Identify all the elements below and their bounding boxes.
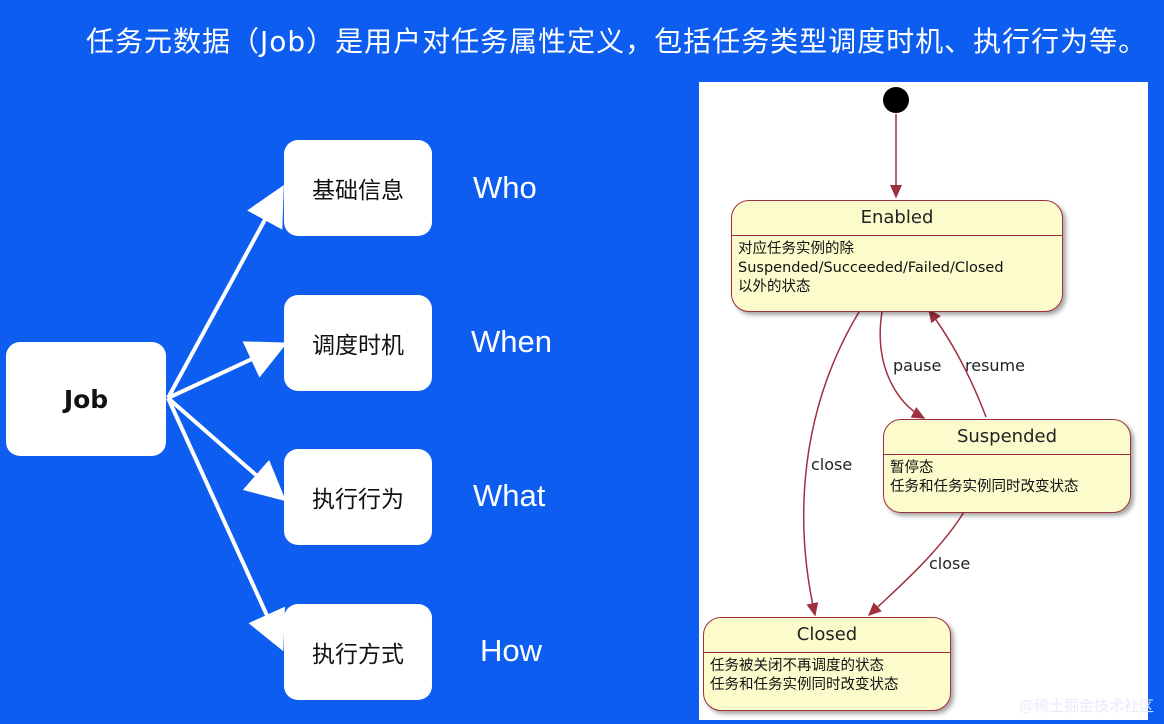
- arrow-pause: [879, 311, 926, 419]
- arrow-close-from-enabled: [802, 311, 860, 617]
- arrow-close-from-suspended: [867, 511, 965, 617]
- arrow-to-basic-info: [166, 184, 284, 399]
- node-execution-behavior: 执行行为: [284, 449, 432, 545]
- state-closed-desc-line: 任务被关闭不再调度的状态: [710, 658, 884, 674]
- state-closed-desc: 任务被关闭不再调度的状态 任务和任务实例同时改变状态: [704, 653, 950, 699]
- arrow-to-schedule: [167, 341, 288, 400]
- state-suspended: Suspended 暂停态 任务和任务实例同时改变状态: [883, 419, 1131, 513]
- watermark: @稀土掘金技术社区: [1018, 697, 1154, 715]
- question-when: When: [471, 324, 552, 359]
- state-closed-name: Closed: [704, 618, 950, 653]
- state-enabled: Enabled 对应任务实例的除 Suspended/Succeeded/Fai…: [731, 200, 1063, 312]
- transition-label-close-suspended: close: [929, 554, 971, 573]
- transition-label-close-enabled: close: [811, 455, 853, 474]
- page-title: 任务元数据（Job）是用户对任务属性定义，包括任务类型调度时机、执行行为等。: [86, 25, 1148, 58]
- arrow-to-method: [166, 397, 285, 652]
- initial-state-dot: [883, 87, 909, 113]
- question-who: Who: [473, 170, 537, 205]
- state-suspended-desc-line: 任务和任务实例同时改变状态: [890, 479, 1079, 495]
- state-suspended-desc: 暂停态 任务和任务实例同时改变状态: [884, 455, 1130, 501]
- state-suspended-name: Suspended: [884, 420, 1130, 455]
- state-enabled-name: Enabled: [732, 201, 1062, 236]
- transition-label-pause: pause: [893, 356, 942, 375]
- state-enabled-desc-line: Suspended/Succeeded/Failed/Closed: [738, 260, 1004, 276]
- state-closed: Closed 任务被关闭不再调度的状态 任务和任务实例同时改变状态: [703, 617, 951, 711]
- state-enabled-desc: 对应任务实例的除 Suspended/Succeeded/Failed/Clos…: [732, 236, 1062, 301]
- job-node: Job: [6, 342, 166, 456]
- node-schedule-timing: 调度时机: [284, 295, 432, 391]
- arrow-resume: [928, 308, 987, 418]
- state-enabled-desc-line: 以外的状态: [738, 279, 811, 295]
- transition-label-resume: resume: [965, 356, 1025, 375]
- arrow-to-behavior: [166, 396, 287, 502]
- question-how: How: [480, 633, 543, 668]
- state-enabled-desc-line: 对应任务实例的除: [738, 241, 854, 257]
- question-what: What: [473, 478, 546, 513]
- state-diagram-panel: Enabled 对应任务实例的除 Suspended/Succeeded/Fai…: [699, 82, 1148, 720]
- state-suspended-desc-line: 暂停态: [890, 460, 934, 476]
- node-execution-method: 执行方式: [284, 604, 432, 700]
- state-transition-arrows: [802, 87, 987, 617]
- node-basic-info: 基础信息: [284, 140, 432, 236]
- state-closed-desc-line: 任务和任务实例同时改变状态: [710, 677, 899, 693]
